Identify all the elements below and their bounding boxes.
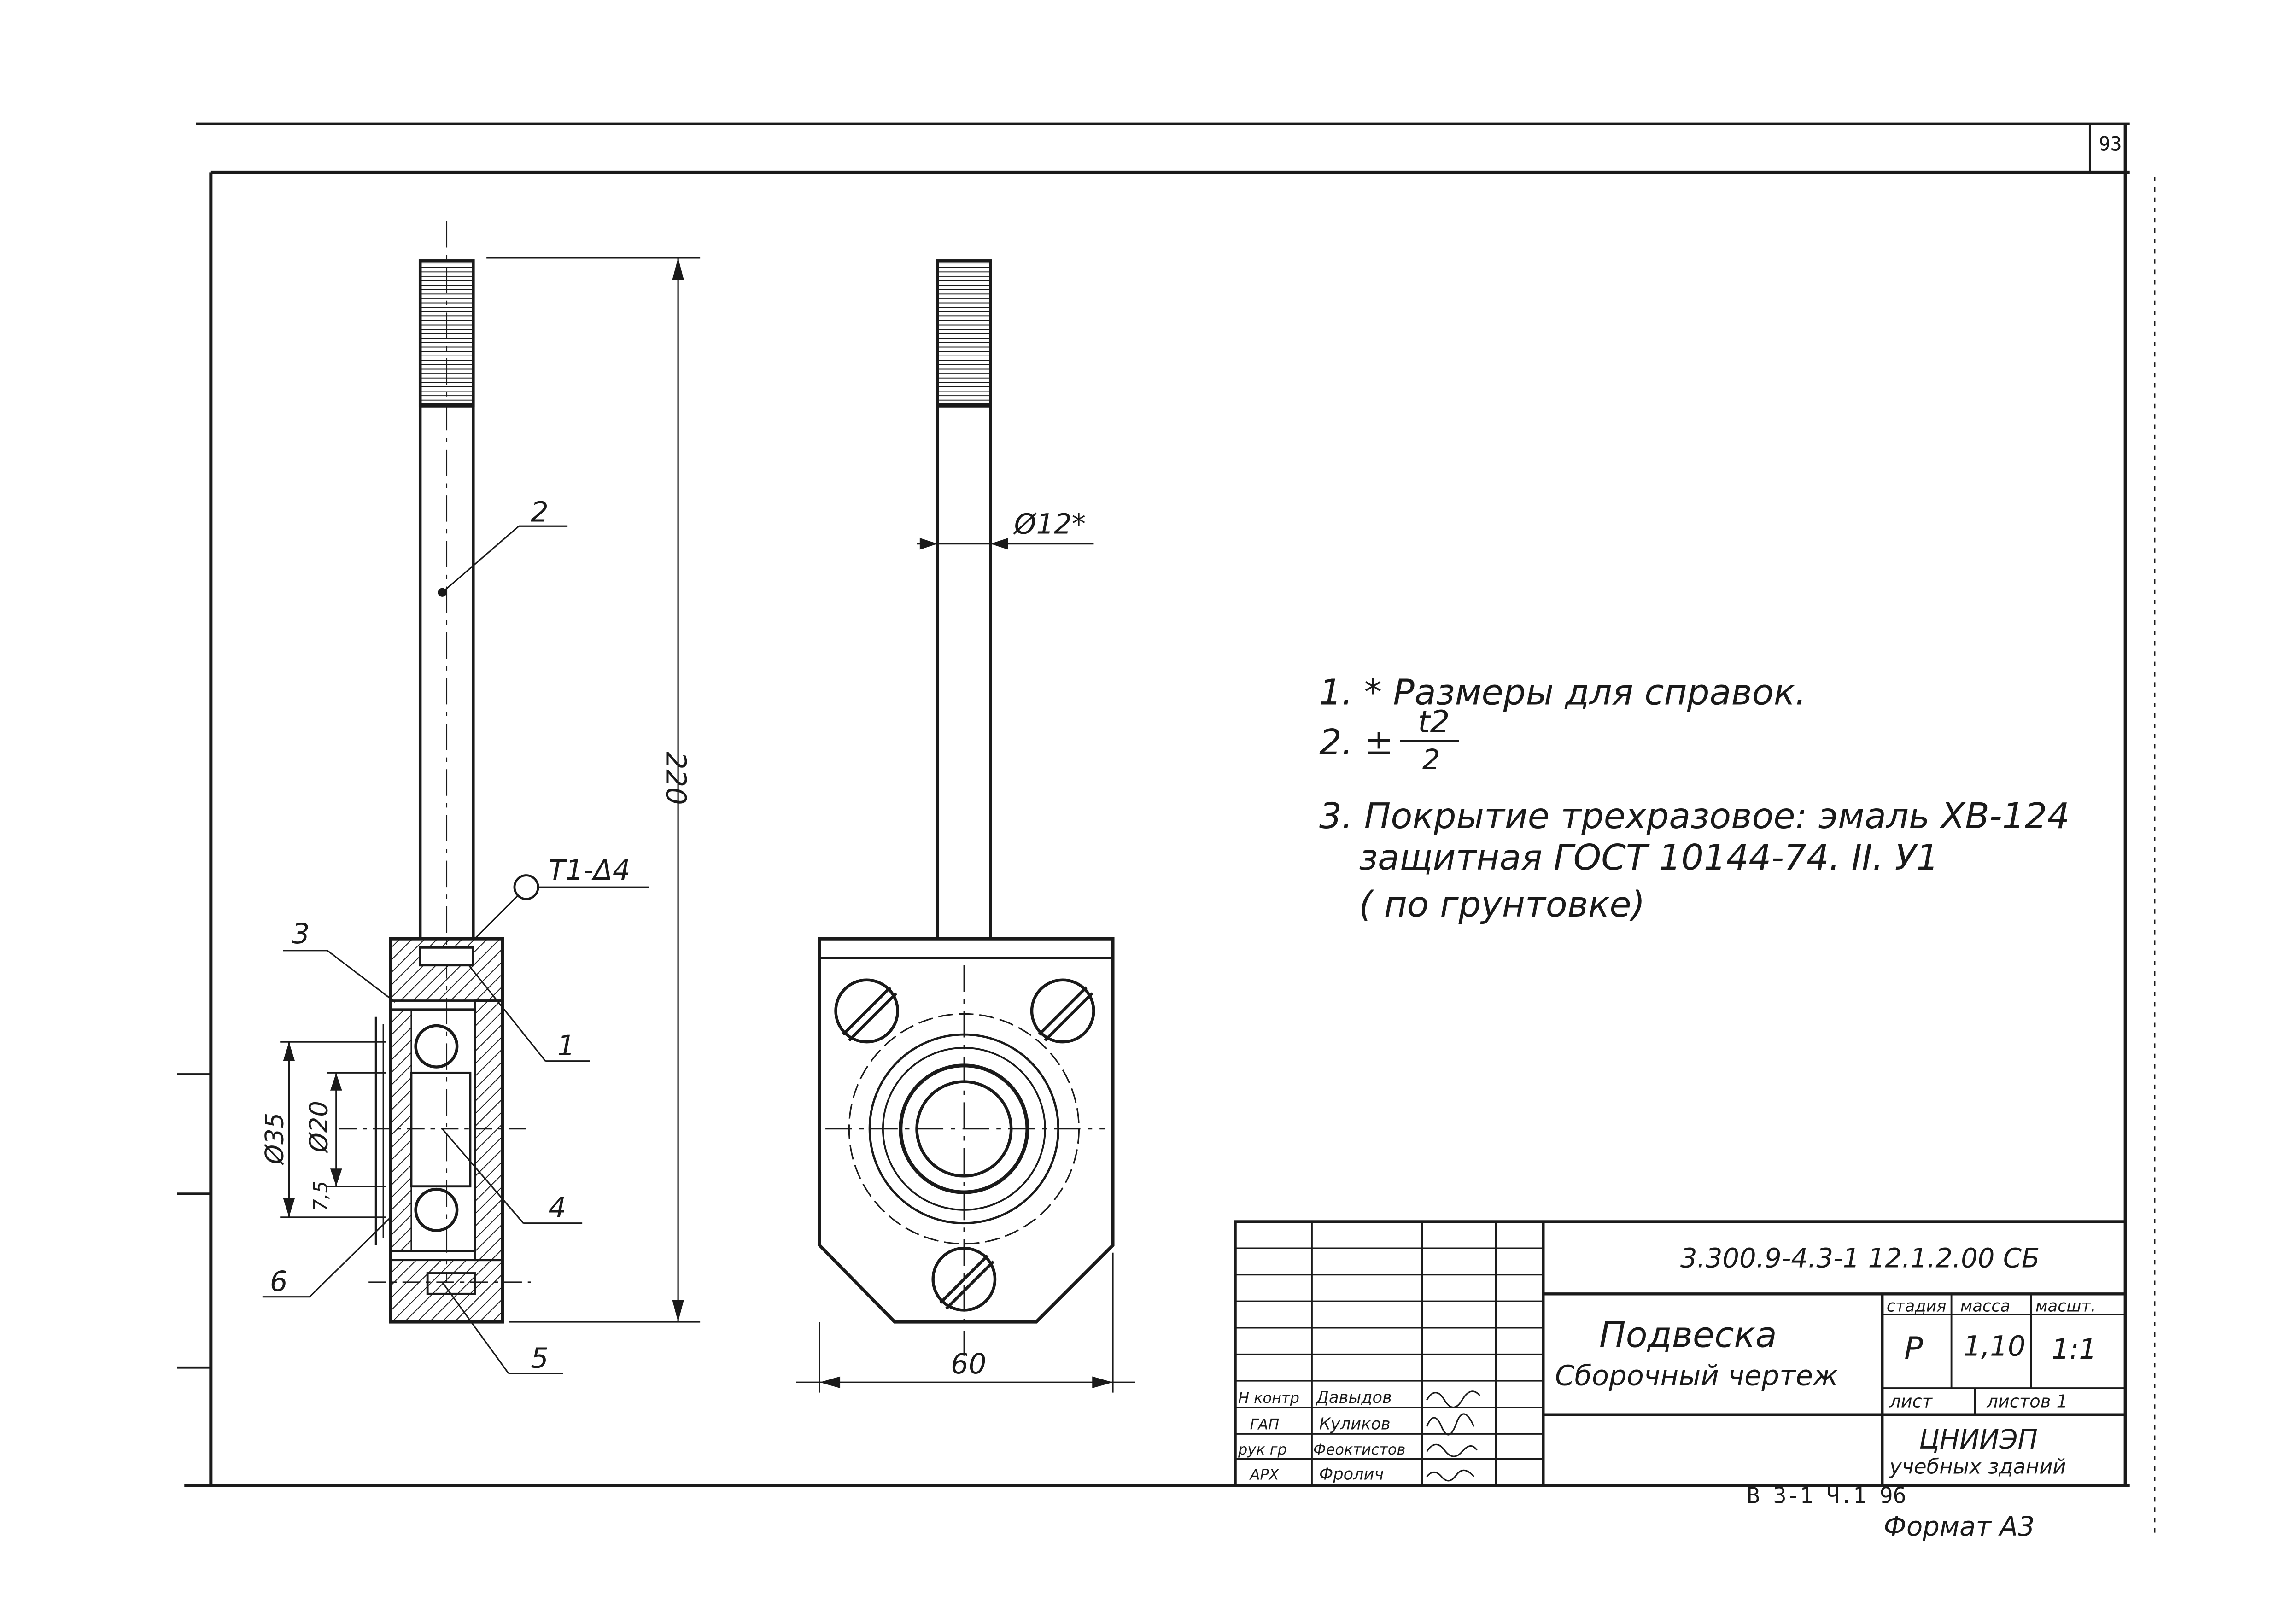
scale-label: масшт. — [2035, 1297, 2096, 1316]
title-block — [1234, 1220, 2127, 1487]
doc-code: 3.300.9-4.3-1 12.1.2.00 СБ — [1680, 1243, 2040, 1274]
sig-name-1: Давыдов — [1316, 1388, 1392, 1407]
mass-label: масса — [1960, 1297, 2010, 1316]
sig-name-3: Феоктистов — [1313, 1441, 1405, 1458]
signature-scribble-1 — [1426, 1390, 1480, 1408]
leader-3 — [283, 950, 396, 1003]
sig-role-4: АРХ — [1249, 1466, 1280, 1483]
sig-role-1: Н контр — [1238, 1389, 1299, 1407]
housing-side-hatch — [474, 999, 504, 1262]
leader-4 — [441, 1128, 583, 1224]
screw-head-bottom — [931, 1246, 997, 1312]
note-2-prefix: 2. ± — [1319, 722, 1394, 763]
callout-3: 3 — [292, 918, 310, 950]
screw-head-left — [834, 978, 900, 1044]
leader-1 — [468, 964, 590, 1062]
note-3-line-1: 3. Покрытие трехразовое: эмаль ХВ-124 — [1319, 796, 2070, 837]
format-label: Формат А3 — [1883, 1511, 2035, 1542]
mass-value: 1,10 — [1963, 1331, 2025, 1363]
signature-scribble-2 — [1426, 1413, 1475, 1436]
dimension-60 — [796, 1252, 1135, 1393]
sig-name-2: Куликов — [1319, 1415, 1391, 1434]
sig-name-4: Фролич — [1319, 1465, 1384, 1484]
note-2-numerator: t2 — [1418, 704, 1450, 740]
notes: 1. * Размеры для справок. 2. ± t2 2 3. П… — [1319, 672, 2070, 925]
side-rod-thread — [936, 259, 992, 407]
bearing-ball-bottom — [414, 1187, 459, 1232]
side-view — [818, 259, 1115, 1356]
callout-5: 5 — [531, 1342, 549, 1374]
callout-4: 4 — [549, 1192, 567, 1224]
dimension-d35-label: Ø35 — [260, 1113, 289, 1165]
signature-scribble-4 — [1426, 1469, 1475, 1482]
bearing-ball-top — [414, 1024, 459, 1069]
footer-code: В 3-1 Ч.1 96 — [1747, 1483, 1906, 1509]
stage-label: стадия — [1887, 1297, 1947, 1316]
callout-6: 6 — [270, 1266, 288, 1298]
dimension-d20-label: Ø20 — [304, 1101, 333, 1153]
dimension-220 — [486, 257, 701, 1323]
dimension-d20 — [327, 1072, 386, 1187]
dimension-75-label: 7,5 — [310, 1181, 332, 1211]
leader-2 — [438, 525, 568, 597]
housing-top-hatch — [389, 937, 504, 1002]
dimension-60-label: 60 — [951, 1348, 986, 1380]
bearing-outer-race — [390, 1009, 412, 1252]
title-line-2: Сборочный чертеж — [1555, 1360, 1838, 1392]
stage-value: Р — [1904, 1330, 1923, 1366]
dimension-d12 — [917, 537, 1094, 550]
note-2-denominator: 2 — [1422, 744, 1440, 776]
signature-scribble-3 — [1426, 1443, 1478, 1457]
scale-value: 1:1 — [2052, 1333, 2097, 1366]
dimension-d12-label: Ø12* — [1013, 508, 1086, 540]
signature-rows: Н контр Давыдов ГАП Куликов рук гр Феокт… — [1238, 1388, 1480, 1484]
front-view — [339, 221, 531, 1324]
leader-6 — [262, 1216, 392, 1298]
page-number: 93 — [2099, 132, 2122, 155]
leader-5 — [441, 1281, 563, 1374]
org-line-2: учебных зданий — [1889, 1455, 2066, 1479]
screw-head-right — [1030, 978, 1095, 1044]
callout-2: 2 — [531, 497, 549, 529]
leader-weld — [474, 874, 649, 940]
housing-bottom-hatch — [389, 1259, 504, 1323]
title-line-1: Подвеска — [1599, 1314, 1777, 1355]
callout-1: 1 — [557, 1030, 575, 1062]
sig-role-2: ГАП — [1250, 1416, 1280, 1433]
weld-symbol: Т1-Δ4 — [549, 854, 631, 887]
note-3-line-3: ( по грунтовке) — [1359, 884, 1645, 925]
note-1: 1. * Размеры для справок. — [1319, 672, 1807, 713]
sig-role-3: рук гр — [1238, 1441, 1287, 1458]
org-line-1: ЦНИИЭП — [1919, 1424, 2038, 1455]
dimension-d35 — [280, 1041, 386, 1218]
note-3-line-2: защитная ГОСТ 10144-74. ІІ. У1 — [1359, 837, 1939, 878]
sheet-label: лист — [1889, 1391, 1933, 1412]
sheets-label: листов 1 — [1986, 1391, 2068, 1412]
dimension-220-label: 220 — [660, 752, 692, 805]
